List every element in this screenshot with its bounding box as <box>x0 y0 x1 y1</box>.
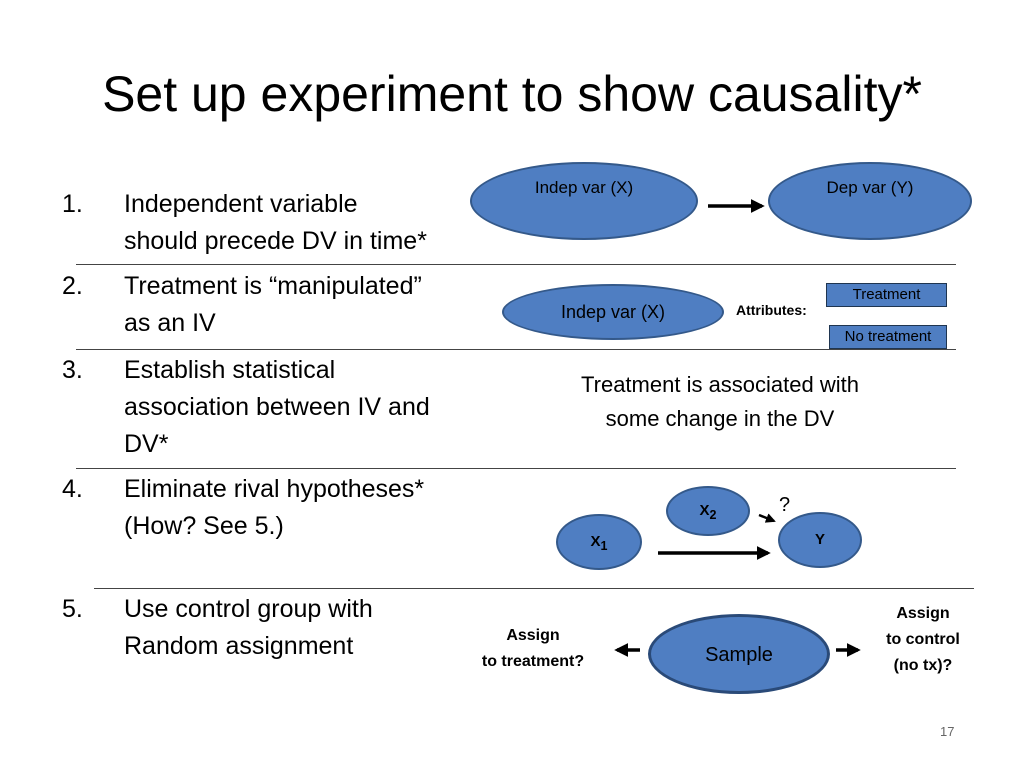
row-divider <box>76 468 956 469</box>
treatment-box: Treatment <box>826 283 947 307</box>
node-dep-var: Dep var (Y) <box>768 162 972 240</box>
node-indep-var: Indep var (X) <box>470 162 698 240</box>
node-x1: X1 <box>556 514 642 570</box>
list-number: 5. <box>62 595 83 623</box>
list-number: 3. <box>62 356 83 384</box>
assign-control-label: Assign to control (no tx)? <box>886 605 960 674</box>
node-y: Y <box>778 512 862 568</box>
list-number: 2. <box>62 272 83 300</box>
assign-treatment-label: Assign to treatment? <box>481 627 585 670</box>
no-treatment-box: No treatment <box>829 325 947 349</box>
node-x2: X2 <box>666 486 750 536</box>
list-text: Use control group with Random assignment <box>124 595 373 660</box>
list-item-3: 3. Establish statistical association bet… <box>62 352 482 464</box>
list-text: Independent variable should precede DV i… <box>124 190 427 255</box>
list-item-5: 5. Use control group with Random assignm… <box>62 591 482 667</box>
list-item-1: 1. Independent variable should precede D… <box>62 186 482 262</box>
attributes-label: Attributes: <box>736 302 807 318</box>
list-text: Establish statistical association betwee… <box>124 356 430 458</box>
node-sample: Sample <box>648 614 830 694</box>
question-mark: ? <box>779 494 791 516</box>
list-item-4: 4. Eliminate rival hypotheses* (How? See… <box>62 471 482 547</box>
row-divider <box>76 264 956 265</box>
arrow-x2-to-y <box>758 513 776 523</box>
association-note: Treatment is associated with some change… <box>581 372 859 431</box>
list-text: Eliminate rival hypotheses* (How? See 5.… <box>124 475 425 540</box>
node-indep-var-manipulated: Indep var (X) <box>502 284 724 340</box>
list-text: Treatment is “manipulated” as an IV <box>124 272 422 337</box>
slide-title: Set up experiment to show causality* <box>102 66 922 122</box>
list-number: 1. <box>62 190 83 218</box>
row-divider <box>76 349 956 350</box>
row-divider <box>94 588 974 589</box>
list-item-2: 2. Treatment is “manipulated” as an IV <box>62 268 482 344</box>
page-number: 17 <box>940 724 955 739</box>
list-number: 4. <box>62 475 83 503</box>
